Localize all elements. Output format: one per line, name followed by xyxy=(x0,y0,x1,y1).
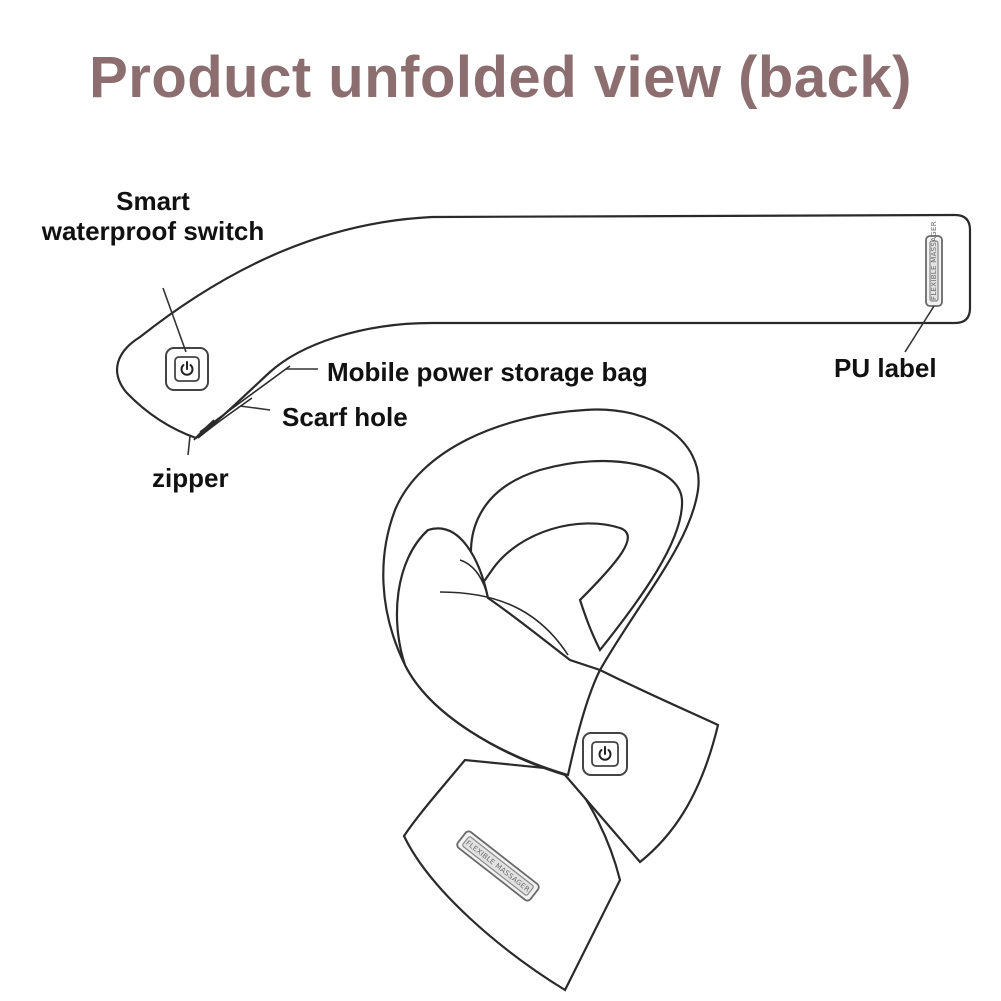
label-zipper: zipper xyxy=(152,463,229,493)
label-pu-label: PU label xyxy=(834,353,937,383)
leader-lines xyxy=(162,287,935,456)
power-icon xyxy=(180,361,194,376)
switch-button-bottom xyxy=(582,732,628,776)
folded-scarf-inner-hole xyxy=(469,459,684,653)
folded-scarf: FLEXIBLE MASSAGER xyxy=(382,408,720,992)
scarf-hole-seam xyxy=(197,397,253,439)
unfolded-scarf: FLEXIBLE MASSAGER xyxy=(116,213,972,441)
label-switch-line1: Smart xyxy=(116,186,190,216)
power-icon xyxy=(598,746,612,761)
unfolded-scarf-outline xyxy=(116,213,972,440)
fold-crease-1 xyxy=(439,591,569,656)
page-title: Product unfolded view (back) xyxy=(89,45,912,110)
badge-text-top: FLEXIBLE MASSAGER xyxy=(930,221,938,300)
leader-zipper xyxy=(187,435,191,456)
leader-switch xyxy=(162,287,187,353)
label-switch-line2: waterproof switch xyxy=(41,216,265,246)
label-scarf-hole: Scarf hole xyxy=(282,402,408,432)
label-smart-waterproof-switch: Smart waterproof switch xyxy=(30,186,276,246)
fold-crease-2 xyxy=(459,559,489,599)
label-mobile-power-storage-bag: Mobile power storage bag xyxy=(327,357,648,387)
zipper-seam xyxy=(193,419,215,441)
leader-scarf-hole xyxy=(239,405,271,411)
leader-pu-label xyxy=(904,305,935,353)
pu-label-badge-top: FLEXIBLE MASSAGER xyxy=(925,221,943,307)
switch-button-top xyxy=(165,347,209,391)
